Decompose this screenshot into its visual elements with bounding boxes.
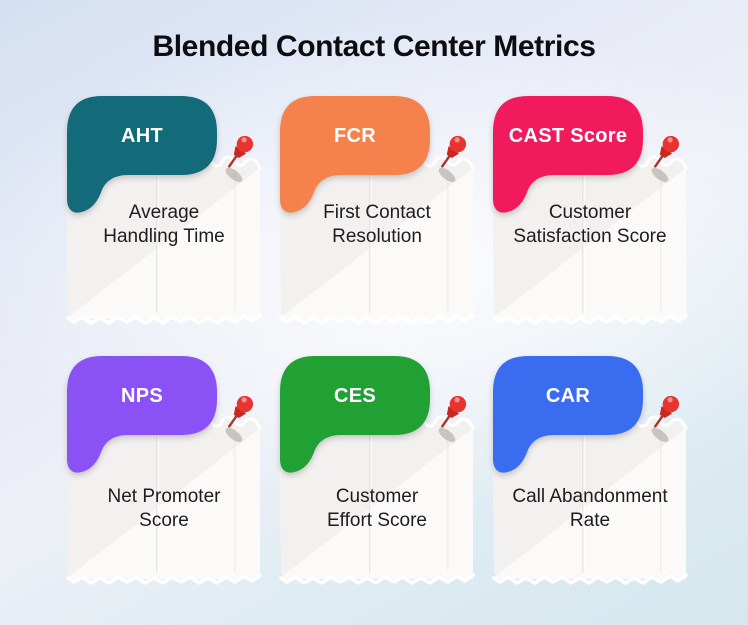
metric-card-grid: AHT Average Handling Time: [66, 95, 688, 592]
metric-abbreviation: FCR: [333, 124, 376, 147]
metric-description-line2: Satisfaction Score: [513, 226, 667, 248]
metric-card-nps: NPS Net Promoter Score: [66, 355, 262, 592]
torn-paper: [66, 415, 262, 585]
metric-description-line1: Call Abandonment: [512, 486, 668, 507]
metric-description: Average Handling Time: [68, 201, 260, 250]
metric-card-aht: AHT Average Handling Time: [66, 95, 262, 332]
metric-description: Call Abandonment Rate: [494, 485, 686, 534]
metric-description: First Contact Resolution: [281, 201, 473, 250]
torn-paper: [279, 155, 475, 325]
metric-abbreviation: CES: [333, 384, 377, 407]
metric-description-line2: Resolution: [332, 226, 422, 248]
metric-description-line1: Net Promoter: [107, 486, 221, 507]
metric-card-fcr: FCR First Contact Resolution: [279, 95, 475, 332]
metric-card-car: CAR Call Abandonment Rate: [492, 355, 688, 592]
speech-bubble: [493, 356, 643, 473]
speech-bubble: [280, 356, 430, 473]
pushpin-icon: [438, 135, 467, 183]
speech-bubble: [493, 96, 643, 213]
speech-bubble: [280, 96, 430, 213]
metric-abbreviation: CAST Score: [508, 124, 628, 147]
pushpin-icon: [438, 395, 467, 443]
pushpin-icon: [225, 395, 254, 443]
metric-abbreviation: AHT: [120, 124, 163, 147]
metric-card-ces: CES Customer Effort Score: [279, 355, 475, 592]
metric-description-line1: Customer: [548, 202, 632, 223]
metric-description-line2: Handling Time: [103, 226, 225, 248]
metric-description-line1: Average: [128, 202, 200, 223]
metric-description-line2: Rate: [569, 510, 611, 532]
metric-description-line1: Customer: [335, 486, 419, 507]
speech-bubble: [67, 96, 217, 213]
metric-description: Customer Satisfaction Score: [494, 201, 686, 250]
pushpin-icon: [651, 135, 680, 183]
metric-description-line1: First Contact: [323, 202, 431, 223]
torn-paper: [279, 415, 475, 585]
metric-description-line2: Effort Score: [327, 510, 427, 532]
pushpin-icon: [225, 135, 254, 183]
metric-description-line2: Score: [139, 510, 189, 532]
pushpin-icon: [651, 395, 680, 443]
metric-description: Customer Effort Score: [281, 485, 473, 534]
page-title: Blended Contact Center Metrics: [152, 30, 596, 63]
metric-abbreviation: CAR: [545, 384, 591, 407]
metric-description: Net Promoter Score: [68, 485, 260, 534]
metric-card-cast-score: CAST Score Customer Satisfaction Score: [492, 95, 688, 332]
torn-paper: [492, 415, 688, 585]
speech-bubble: [67, 356, 217, 473]
torn-paper: [492, 155, 688, 325]
metric-abbreviation: NPS: [120, 384, 164, 407]
